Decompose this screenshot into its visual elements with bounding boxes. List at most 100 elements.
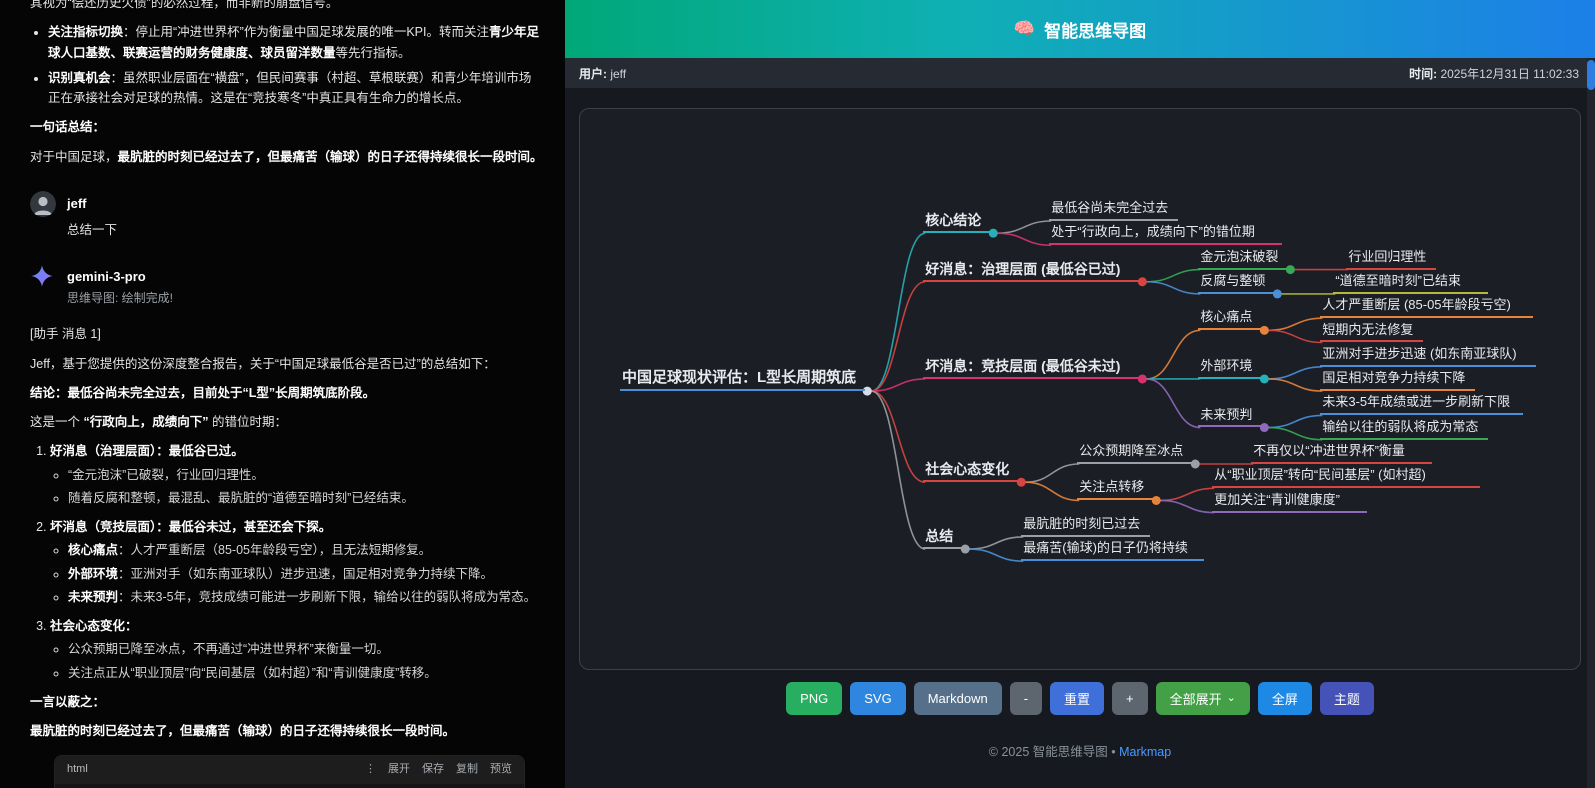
code-action-button[interactable]: 展开 [388, 763, 410, 776]
list-item: 关注指标切换：停止用“冲进世界杯”作为衡量中国足球发展的唯一KPI。转而关注青少… [48, 22, 543, 63]
mindmap-node[interactable]: 最低谷尚未完全过去 [1049, 200, 1179, 221]
mindmap-node[interactable]: 亚洲对手进步迅速 (如东南亚球队) [1320, 346, 1536, 367]
mindmap-node[interactable]: 国足相对竞争力持续下降 [1320, 370, 1476, 392]
mindmap-node[interactable]: 中国足球现状评估：L型长周期筑底 [620, 369, 866, 392]
mindmap-collapse-circle[interactable] [1259, 325, 1269, 335]
mindmap-collapse-circle[interactable] [1259, 374, 1269, 384]
mindmap-node[interactable]: 输给以往的弱队将成为常态 [1320, 419, 1489, 440]
mindmap-node[interactable]: 总结 [923, 528, 964, 550]
code-actions: ⋮ 展开保存复制预览 [365, 761, 512, 779]
mindmap-collapse-circle[interactable] [1259, 423, 1269, 433]
mindmap-collapse-circle[interactable] [1137, 374, 1147, 384]
app-footer: © 2025 智能思维导图 • Markmap [565, 741, 1595, 760]
mindmap-collapse-circle[interactable] [1137, 277, 1147, 287]
toolbar-button-png[interactable]: PNG [786, 682, 843, 715]
chat-paragraph: 结论：最低谷尚未完全过去，目前处于“L型”长周期筑底阶段。 [30, 385, 376, 400]
toolbar-button-theme[interactable]: 主题 [1319, 682, 1374, 715]
mindmap-node[interactable]: 未来3-5年成绩或进一步刷新下限 [1320, 394, 1523, 416]
toolbar-button-fullscreen[interactable]: 全屏 [1257, 682, 1312, 715]
app-title: 智能思维导图 [1044, 21, 1147, 41]
mindmap-link [1146, 329, 1201, 380]
mindmap-node[interactable]: 核心痛点 [1198, 309, 1263, 331]
scrollbar-track[interactable] [1587, 58, 1595, 788]
mindmap-node[interactable]: 公众预期降至冰点 [1077, 443, 1194, 464]
chat-paragraph: 一言以蔽之： [30, 694, 106, 709]
chat-scroll[interactable]: 其视为“偿还历史欠债”的必然过程，而非新的崩盘信号。关注指标切换：停止用“冲进世… [30, 0, 543, 788]
toolbar-button-markdown[interactable]: Markdown [913, 682, 1002, 715]
toolbar-button-svg[interactable]: SVG [850, 682, 906, 715]
message-meta: jeff [67, 191, 87, 214]
mindmap-link [997, 232, 1052, 247]
chat-panel: 其视为“偿还历史欠债”的必然过程，而非新的崩盘信号。关注指标切换：停止用“冲进世… [0, 0, 565, 788]
assistant-avatar [30, 264, 56, 290]
message-sender-name: jeff [67, 195, 87, 211]
mindmap-link [1160, 487, 1215, 502]
code-hidden-lines-note: 727 行未显示 [55, 784, 524, 788]
list-item: 核心痛点：人才严重断层（85-05年龄段亏空），且无法短期修复。 [68, 540, 543, 560]
mindmap-node[interactable]: 更加关注“青训健康度” [1212, 492, 1368, 513]
mindmap-node[interactable]: 坏消息：竞技层面 (最低谷未过) [923, 358, 1141, 380]
mindmap-link [1146, 268, 1201, 283]
mindmap-link [969, 548, 1024, 562]
code-action-button[interactable]: 复制 [456, 763, 478, 776]
mindmap-node[interactable]: 好消息：治理层面 (最低谷已过) [923, 261, 1141, 282]
mindmap-collapse-circle[interactable] [1016, 477, 1026, 487]
toolbar-button-reset[interactable]: 重置 [1050, 682, 1105, 715]
numbered-item-title: 坏消息（竞技层面）：最低谷未过，甚至还会下探。 [50, 520, 332, 535]
mindmap-node[interactable]: 社会心态变化 [923, 461, 1020, 483]
mindmap-node[interactable]: 最肮脏的时刻已过去 [1021, 516, 1151, 537]
code-language-label: html [67, 763, 88, 776]
mindmap-node[interactable]: 处于“行政向上，成绩向下”的错位期 [1049, 224, 1283, 246]
mindmap-collapse-circle[interactable] [1190, 459, 1200, 469]
mindmap-collapse-circle[interactable] [960, 544, 970, 554]
toolbar-button-label: + [1126, 691, 1134, 706]
chat-paragraph: 这是一个 “行政向上，成绩向下” 的错位时期： [30, 415, 287, 430]
overflow-menu-icon[interactable]: ⋮ [365, 763, 376, 776]
mindmap-link [1160, 499, 1215, 514]
toolbar-button-label: PNG [800, 691, 829, 706]
chat-paragraph: [助手 消息 1] [30, 327, 101, 342]
toolbar-button-zoom-in[interactable]: + [1112, 682, 1148, 715]
mindmap-node[interactable]: 未来预判 [1198, 407, 1263, 428]
mindmap-node[interactable]: 金元泡沫破裂 [1198, 249, 1289, 270]
mindmap-canvas[interactable]: 中国足球现状评估：L型长周期筑底 核心结论 最低谷尚未完全过去处于“行政向上，成绩向… [579, 108, 1581, 670]
mindmap-node[interactable]: “道德至暗时刻”已结束 [1333, 273, 1489, 294]
mindmap-link [1025, 481, 1080, 502]
mindmap-node[interactable]: 人才严重断层 (85-05年龄段亏空) [1320, 297, 1533, 319]
chat-paragraph: Jeff，基于您提供的这份深度整合报告，关于“中国足球最低谷是否已过”的总结如下… [30, 356, 496, 371]
scrollbar-thumb[interactable] [1587, 60, 1595, 90]
chevron-down-icon: ⌄ [1226, 692, 1236, 704]
mindmap-collapse-circle[interactable] [862, 386, 872, 396]
chat-paragraph: 最肮脏的时刻已经过去了，但最痛苦（输球）的日子还得持续很长一段时间。 [30, 724, 456, 739]
mindmap-link [1268, 366, 1323, 380]
brain-icon: 🧠 [1013, 19, 1036, 38]
toolbar-button-expand-all[interactable]: 全部展开⌄ [1155, 682, 1250, 715]
mindmap-node[interactable]: 关注点转移 [1077, 479, 1155, 501]
mindmap-node[interactable]: 反腐与整顿 [1198, 273, 1276, 294]
mindmap-node[interactable]: 核心结论 [923, 212, 992, 234]
list-item: 关注点正从“职业顶层”向“民间基层（如村超）”和“青训健康度”转移。 [68, 663, 543, 683]
mindmap-node[interactable]: 短期内无法修复 [1320, 322, 1424, 343]
mindmap-node[interactable]: 外部环境 [1198, 358, 1263, 379]
mindmap-collapse-circle[interactable] [1272, 289, 1282, 299]
mindmap-collapse-circle[interactable] [988, 228, 998, 238]
sub-bullet-list: 核心痛点：人才严重断层（85-05年龄段亏空），且无法短期修复。外部环境：亚洲对… [50, 540, 543, 607]
mindmap-node[interactable]: 行业回归理性 [1346, 249, 1437, 270]
user-label: 用户: [579, 66, 607, 81]
user-value: jeff [610, 66, 627, 81]
toolbar-button-zoom-out[interactable]: - [1009, 682, 1043, 715]
code-action-button[interactable]: 保存 [422, 763, 444, 776]
code-action-button[interactable]: 预览 [490, 763, 512, 776]
mindmap-collapse-circle[interactable] [1285, 265, 1295, 275]
mindmap-node[interactable]: 最痛苦(输球)的日子仍将持续 [1021, 540, 1204, 562]
mindmap-collapse-circle[interactable] [1151, 495, 1161, 505]
message-status: 思维导图: 绘制完成! [67, 291, 174, 306]
app-header: 🧠 智能思维导图 [565, 0, 1595, 58]
mindmap-panel: 🧠 智能思维导图 用户: jeff 时间: 2025年12月31日 11:02:… [565, 0, 1595, 788]
markmap-link[interactable]: Markmap [1119, 745, 1172, 759]
mindmap-node[interactable]: 不再仅以“冲进世界杯”衡量 [1251, 443, 1433, 464]
mindmap-node[interactable]: 从“职业顶层”转向“民间基层” (如村超) [1212, 467, 1480, 489]
